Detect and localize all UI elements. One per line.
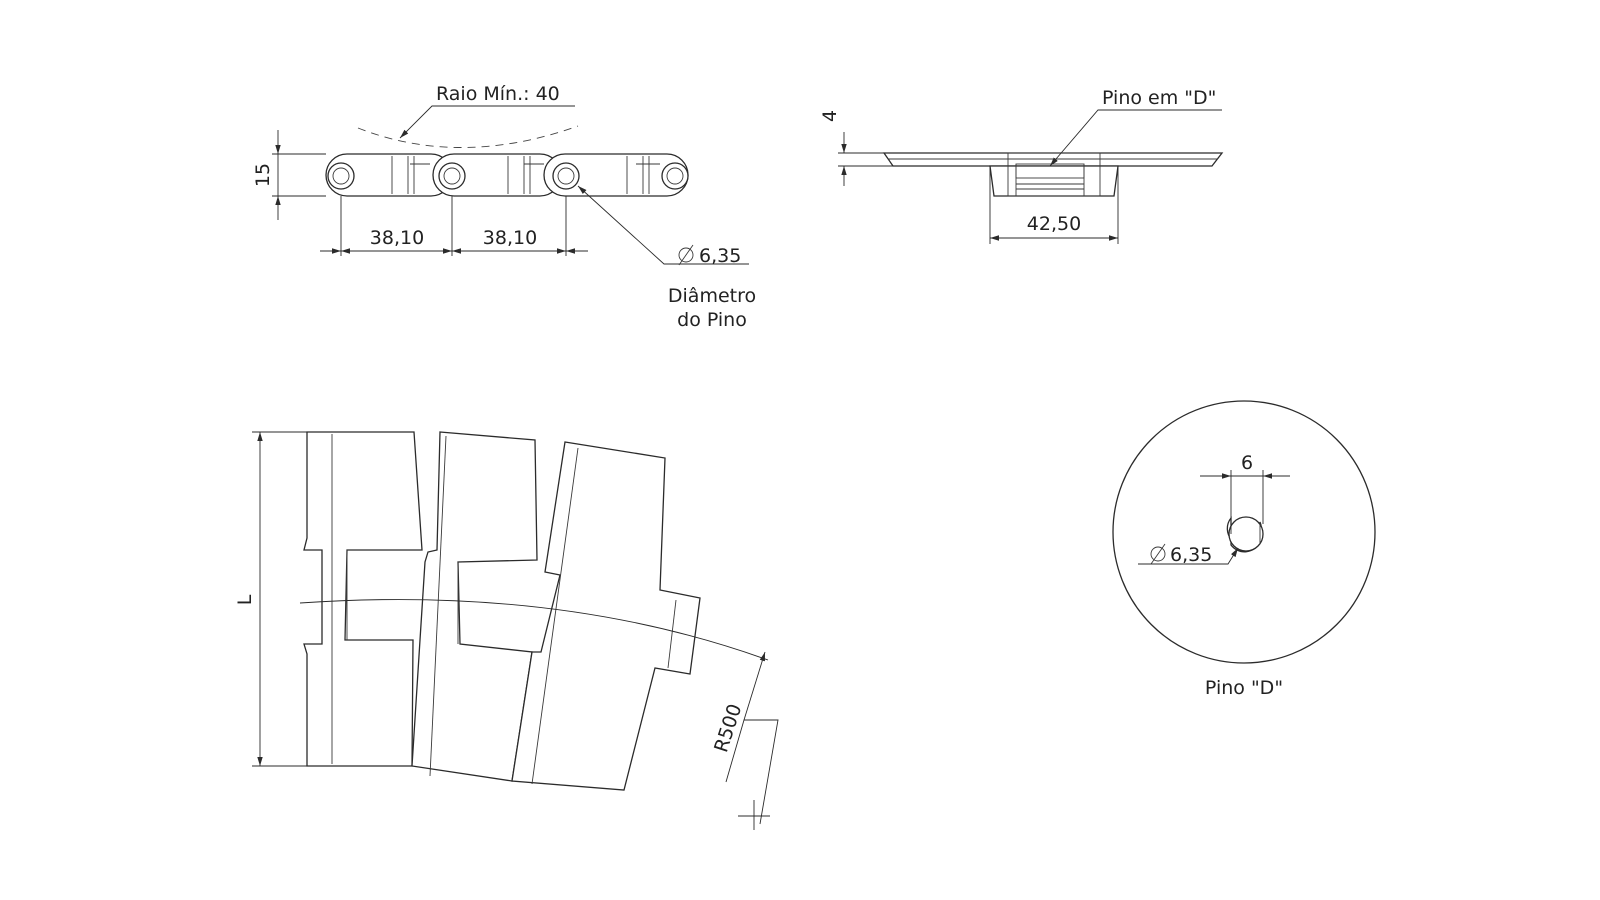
end-view: 4 Pino em "D" 42,50	[819, 87, 1224, 244]
height-label: 15	[252, 163, 274, 187]
diameter-symbol	[1150, 546, 1166, 562]
pin-detail: 6 6,35 Pino "D"	[1112, 400, 1376, 699]
pin-hole	[438, 162, 466, 190]
hub-body	[1007, 152, 1101, 197]
width-label: 42,50	[1027, 213, 1081, 235]
diameter-symbol	[1150, 543, 1166, 565]
pin-hole-inner	[443, 167, 461, 185]
plan-link-detail	[667, 599, 677, 669]
d-pin-label: Pino em "D"	[1102, 87, 1216, 109]
center-hub	[989, 165, 1119, 197]
width-L-label: L	[234, 594, 256, 605]
side-view: Raio Mín.: 40 15	[252, 83, 756, 331]
diameter-symbol	[678, 247, 694, 263]
diameter-symbol	[678, 244, 694, 266]
turning-arc	[299, 599, 769, 661]
pin-diameter-leader	[577, 185, 749, 265]
pitch-left-label: 38,10	[370, 227, 424, 249]
thickness-label: 4	[819, 110, 841, 122]
min-radius-leader	[399, 105, 575, 139]
plan-view: L R500	[234, 431, 779, 830]
pin-hole-inner	[332, 167, 350, 185]
pin-hole-inner	[666, 167, 684, 185]
flat-label: 6	[1241, 452, 1253, 474]
radius-label: R500	[710, 701, 746, 755]
pin-detail-caption: Pino "D"	[1205, 677, 1283, 699]
pin-hole-inner	[557, 167, 575, 185]
plan-link-1	[303, 431, 423, 767]
plan-link-detail	[429, 435, 447, 777]
plan-link-3	[511, 441, 701, 791]
pin-caption-line1: Diâmetro	[668, 285, 756, 307]
radius-dim-line	[743, 651, 766, 721]
min-radius-label: Raio Mín.: 40	[436, 83, 560, 105]
pin-hole	[327, 162, 355, 190]
d-pin-circle	[1228, 516, 1264, 552]
pin-hole	[552, 162, 580, 190]
plan-link-detail	[531, 447, 579, 785]
min-radius-arc	[357, 125, 579, 148]
pitch-right-label: 38,10	[483, 227, 537, 249]
pin-hole	[661, 162, 689, 190]
d-pin-leader	[1049, 109, 1222, 167]
pin-caption-line2: do Pino	[677, 309, 747, 331]
pin-dia-leader	[1138, 547, 1239, 565]
radius-dim-line	[725, 719, 779, 825]
plan-link-2	[411, 431, 538, 782]
pin-diameter-label: 6,35	[699, 245, 741, 267]
pin-dia-label: 6,35	[1170, 544, 1212, 566]
